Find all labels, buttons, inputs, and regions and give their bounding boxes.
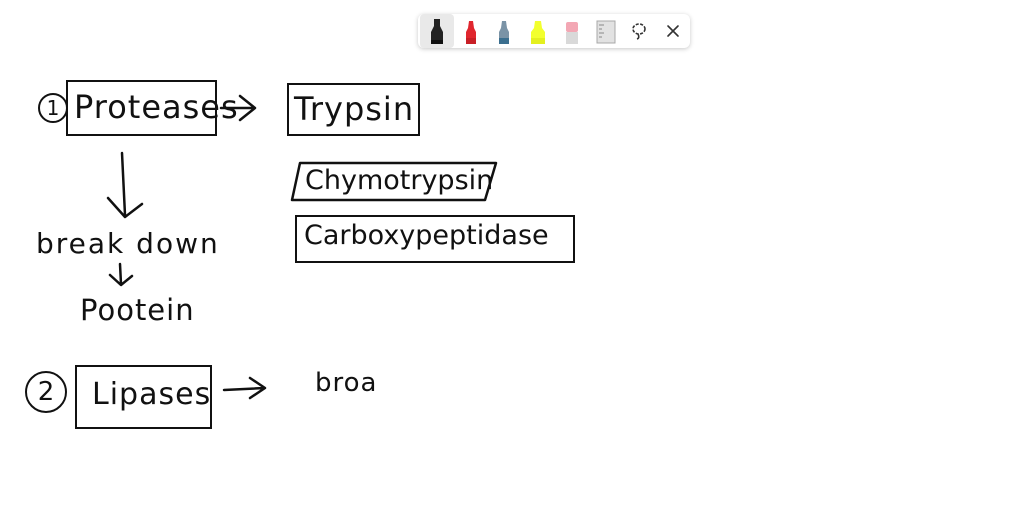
enzyme-carboxypeptidase: Carboxypeptidase [304, 220, 549, 251]
lipases-label: Lipases [92, 377, 212, 412]
arrow-right-1 [219, 94, 257, 122]
enzyme-trypsin: Trypsin [294, 90, 415, 128]
lasso-icon[interactable] [623, 14, 657, 48]
close-icon[interactable] [656, 14, 690, 48]
item-number-1: 1 [38, 93, 68, 123]
enzyme-chymotrypsin: Chymotrypsin [305, 165, 494, 196]
ruler-icon[interactable] [589, 14, 623, 48]
highlighter-icon[interactable] [521, 14, 555, 48]
action-protein: Pootein [80, 293, 195, 327]
arrow-right-2 [222, 376, 267, 400]
red-marker-icon[interactable] [454, 14, 488, 48]
black-marker-icon[interactable] [420, 14, 454, 48]
carboxypeptidase-box [295, 215, 575, 263]
item-number-2: 2 [25, 371, 67, 413]
item-number-2-label: 2 [37, 377, 55, 407]
partial-word: broa [315, 368, 378, 398]
eraser-icon[interactable] [555, 14, 589, 48]
arrow-down-2 [108, 262, 134, 287]
action-break-down: break down [36, 227, 220, 260]
arrow-down-1 [106, 151, 144, 219]
lipases-box [75, 365, 212, 429]
item-number-1-label: 1 [46, 96, 60, 120]
trypsin-box [287, 83, 420, 136]
proteases-label: Proteases [74, 88, 239, 126]
proteases-box [66, 80, 217, 136]
chymotrypsin-frame [290, 161, 498, 202]
blue-marker-icon[interactable] [488, 14, 522, 48]
pen-toolbar [418, 14, 690, 48]
